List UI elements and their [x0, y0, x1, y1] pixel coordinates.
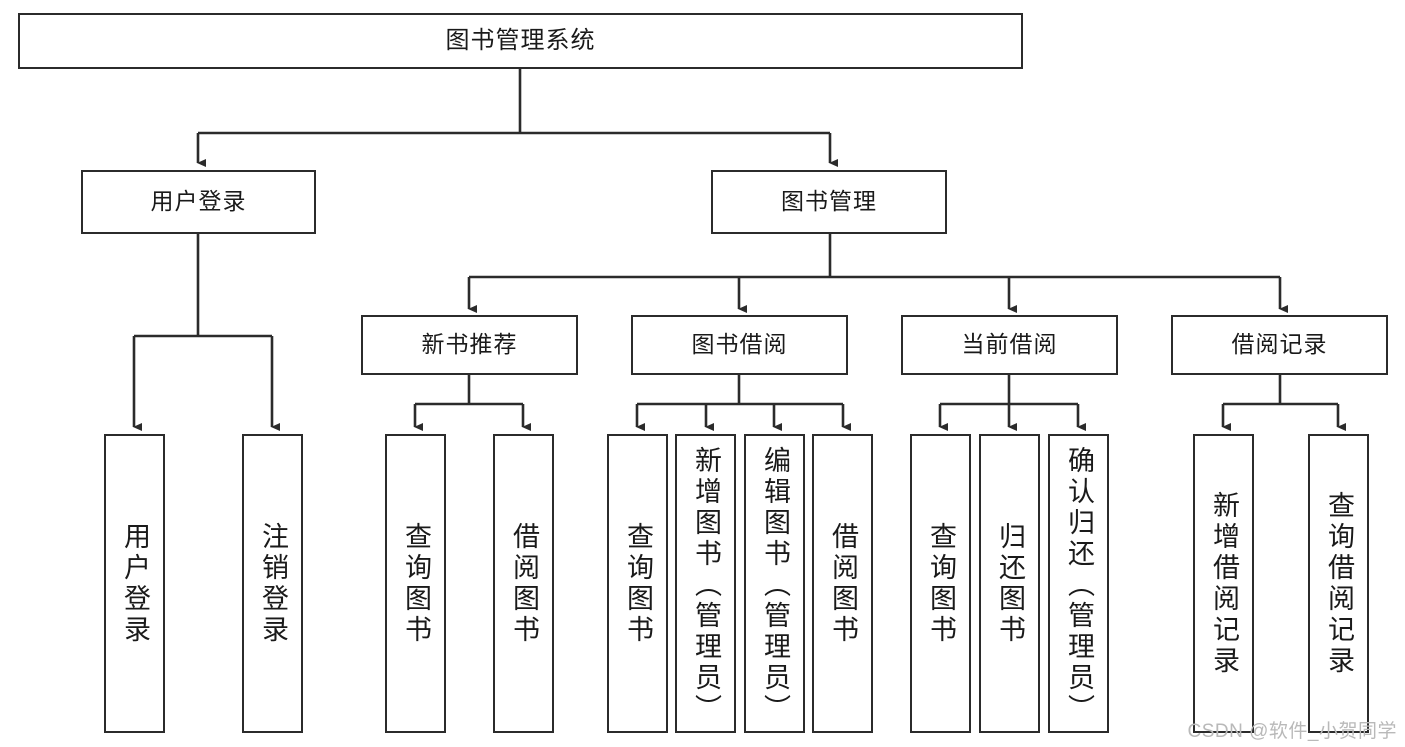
node-label: 用户登录 — [120, 521, 150, 646]
node-label: 图书管理 — [781, 188, 877, 215]
node-label: 新增图书（管理员） — [691, 446, 721, 725]
node-label: 借阅图书 — [509, 521, 539, 646]
node-current-borrow[interactable]: 当前借阅 — [901, 315, 1118, 375]
node-book-management[interactable]: 图书管理 — [711, 170, 947, 234]
node-user-login[interactable]: 用户登录 — [81, 170, 316, 234]
node-label: 查询图书 — [401, 521, 431, 646]
node-label: 归还图书 — [995, 521, 1025, 646]
node-label: 当前借阅 — [961, 331, 1058, 358]
node-label: 图书管理系统 — [445, 26, 596, 54]
leaf-book-borrow-edit-book-admin[interactable]: 编辑图书（管理员） — [744, 434, 805, 733]
node-label: 查询图书 — [926, 521, 956, 646]
node-label: 注销登录 — [258, 521, 288, 646]
leaf-current-borrow-query-book[interactable]: 查询图书 — [910, 434, 971, 733]
leaf-current-borrow-confirm-return-admin[interactable]: 确认归还（管理员） — [1048, 434, 1109, 733]
node-label: 借阅图书 — [828, 521, 858, 646]
leaf-book-borrow-add-book-admin[interactable]: 新增图书（管理员） — [675, 434, 736, 733]
node-label: 借阅记录 — [1231, 331, 1328, 358]
leaf-borrow-record-add-record[interactable]: 新增借阅记录 — [1193, 434, 1254, 733]
node-borrow-record[interactable]: 借阅记录 — [1171, 315, 1388, 375]
leaf-new-book-query-book[interactable]: 查询图书 — [385, 434, 446, 733]
node-new-book-recommend[interactable]: 新书推荐 — [361, 315, 578, 375]
leaf-current-borrow-return-book[interactable]: 归还图书 — [979, 434, 1040, 733]
node-label: 新书推荐 — [421, 331, 518, 358]
leaf-book-borrow-borrow-book[interactable]: 借阅图书 — [812, 434, 873, 733]
leaf-user-login-login[interactable]: 用户登录 — [104, 434, 165, 733]
node-label: 查询图书 — [623, 521, 653, 646]
leaf-book-borrow-query-book[interactable]: 查询图书 — [607, 434, 668, 733]
node-label: 图书借阅 — [691, 331, 788, 358]
leaf-user-login-logout[interactable]: 注销登录 — [242, 434, 303, 733]
node-book-borrow[interactable]: 图书借阅 — [631, 315, 848, 375]
leaf-new-book-borrow-book[interactable]: 借阅图书 — [493, 434, 554, 733]
leaf-borrow-record-query-record[interactable]: 查询借阅记录 — [1308, 434, 1369, 733]
node-label: 新增借阅记录 — [1209, 490, 1239, 677]
node-label: 编辑图书（管理员） — [760, 446, 790, 725]
node-label: 确认归还（管理员） — [1064, 446, 1094, 725]
node-root-book-management-system[interactable]: 图书管理系统 — [18, 13, 1023, 69]
node-label: 用户登录 — [150, 188, 247, 215]
watermark-text: CSDN @软件_小贺同学 — [1187, 721, 1397, 742]
node-label: 查询借阅记录 — [1324, 490, 1354, 677]
